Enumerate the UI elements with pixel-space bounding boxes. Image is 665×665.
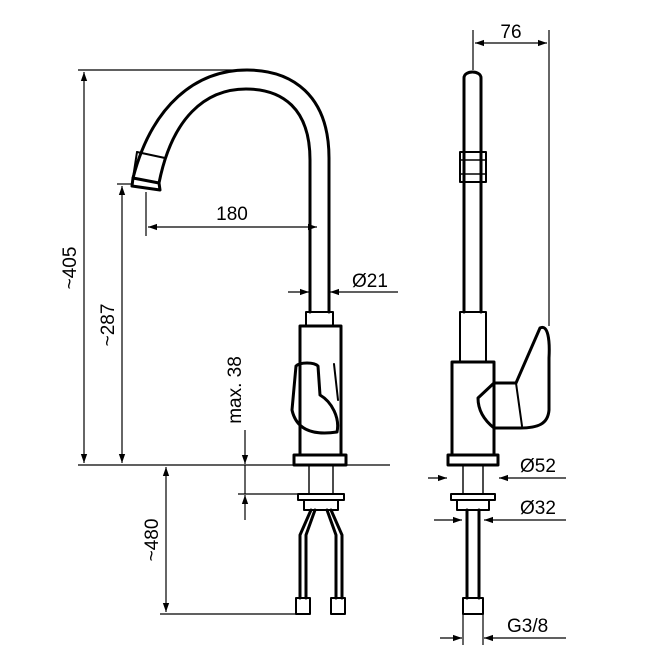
dim-label-spout-height: ~287 xyxy=(98,304,119,347)
dim-label-side-depth: 76 xyxy=(500,22,521,43)
dim-label-thread: G3/8 xyxy=(507,616,548,637)
side-spout-tube xyxy=(462,70,483,314)
side-lever-edge xyxy=(515,382,523,427)
dim-label-shank-diameter: Ø32 xyxy=(520,498,556,519)
dim-label-hose-length: ~480 xyxy=(142,519,163,562)
aerator-ring xyxy=(136,151,166,159)
mounting-nut xyxy=(303,499,339,511)
dim-label-base-diameter: Ø52 xyxy=(520,456,556,477)
spout-aerator xyxy=(130,176,162,192)
supply-hose-right xyxy=(325,508,344,600)
dim-label-max-countertop: max. 38 xyxy=(225,356,246,424)
aerator-nozzle xyxy=(132,151,166,184)
supply-hose-left xyxy=(298,508,317,600)
side-supply-hose xyxy=(465,508,481,600)
side-hose-fitting xyxy=(462,597,484,615)
base-ring xyxy=(292,453,348,467)
hose-fitting-right xyxy=(330,597,346,615)
dim-label-spout-reach: 180 xyxy=(216,204,248,225)
spout-collar xyxy=(305,311,334,327)
dim-label-spout-diameter: Ø21 xyxy=(352,271,388,292)
hose-fitting-left xyxy=(295,597,311,615)
front-view: ~405 ~287 180 Ø21 max. 38 ~480 xyxy=(60,68,398,615)
lever-handle xyxy=(290,361,340,435)
spout-outer-contour xyxy=(131,68,331,314)
dim-label-total-height: ~405 xyxy=(60,247,81,290)
side-faucet-body xyxy=(450,360,496,457)
side-view: 76 Ø52 Ø32 G3/8 xyxy=(428,22,566,645)
side-spout-collar xyxy=(459,311,487,363)
side-lever-handle xyxy=(476,325,551,430)
side-spout-band xyxy=(459,151,487,183)
spout-inner-contour xyxy=(157,87,312,314)
lever-handle-edge xyxy=(333,363,339,401)
side-base-ring xyxy=(446,453,500,467)
side-mounting-nut xyxy=(456,499,490,511)
